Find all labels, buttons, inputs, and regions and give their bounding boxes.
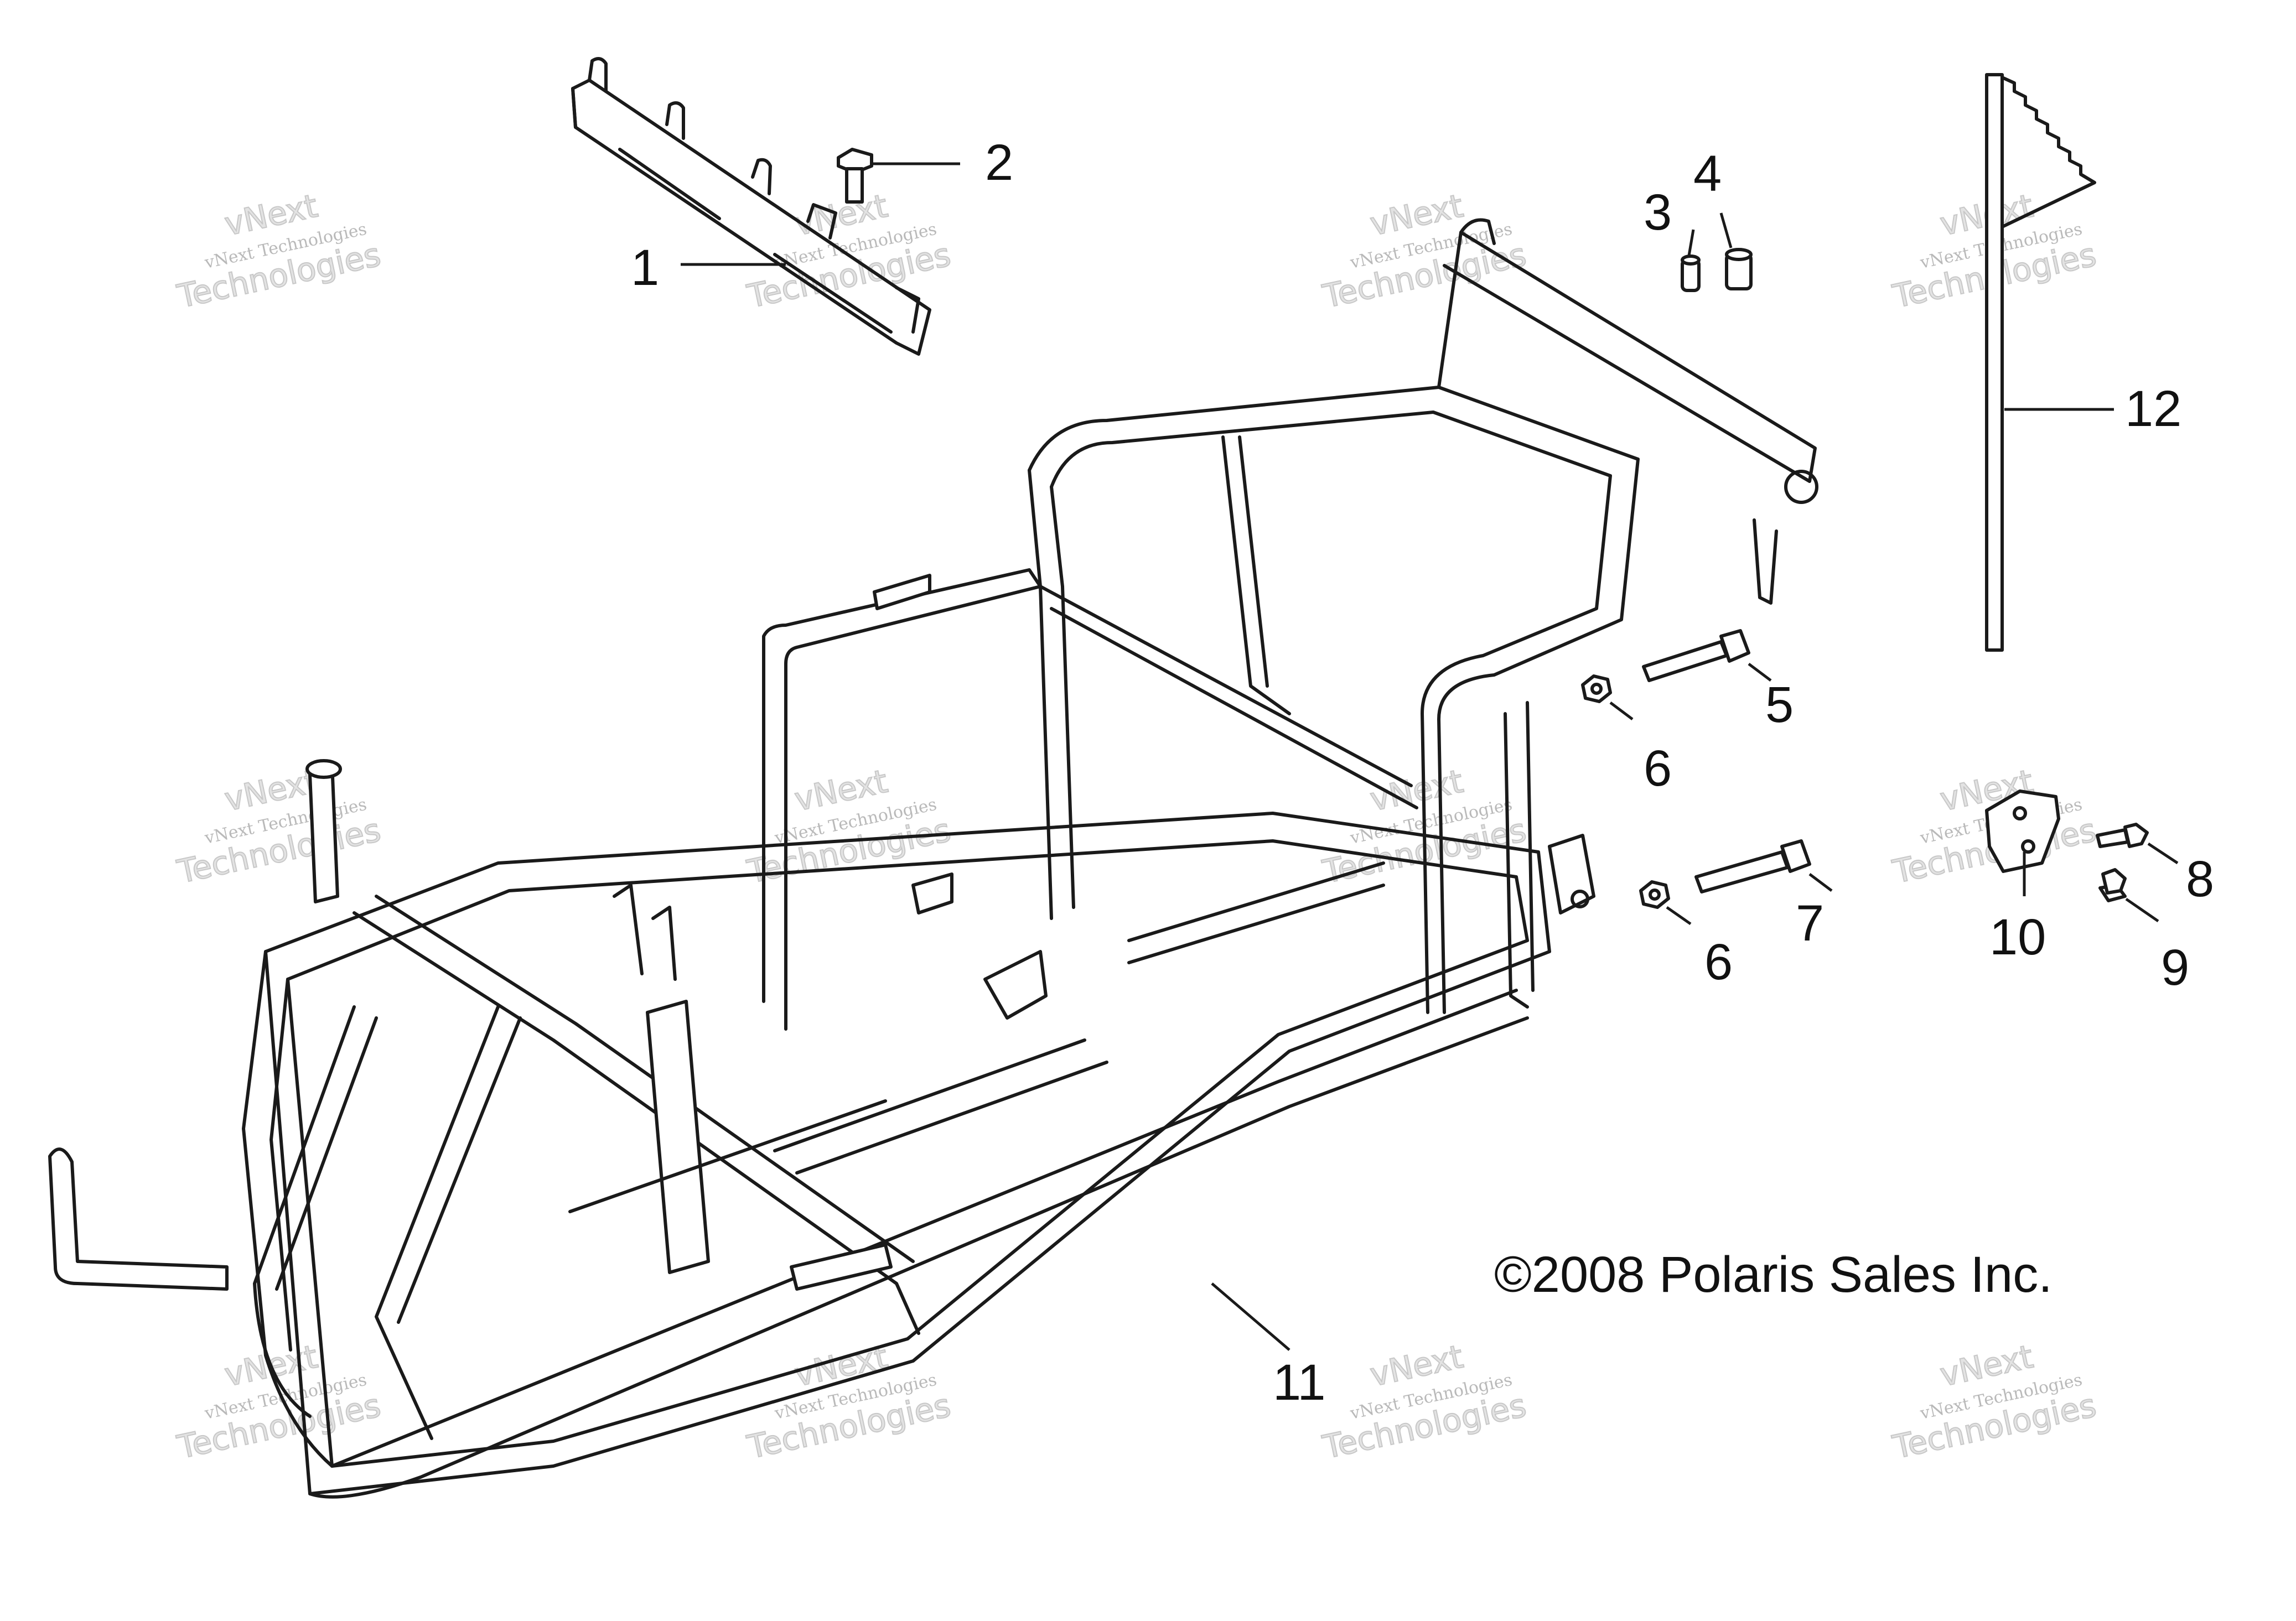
part-6-nut-lower[interactable] [1639,880,1670,909]
part-12-whip-flag[interactable] [1985,73,2096,652]
copyright-notice: ©2008 Polaris Sales Inc. [1494,1246,2053,1303]
part-2-flange-bolt[interactable] [837,148,873,204]
callout-2: 2 [985,134,1013,191]
callout-10: 10 [1989,909,2046,965]
part-5-bolt[interactable] [1642,629,1750,682]
callout-9: 9 [2161,939,2189,996]
part-7-bolt[interactable] [1694,839,1811,893]
callout-7: 7 [1796,895,1824,952]
part-6-nut-upper[interactable] [1581,674,1612,703]
callout-4: 4 [1693,146,1722,202]
callout-12: 12 [2125,381,2181,437]
part-9-bolt[interactable] [2098,868,2127,902]
part-3-bushing[interactable] [1681,254,1701,292]
callout-3: 3 [1644,184,1672,241]
callout-5: 5 [1765,677,1794,733]
part-10-mount-bracket[interactable] [1985,789,2060,873]
callout-6-lower: 6 [1704,934,1733,990]
callout-1: 1 [631,240,659,296]
part-1-bracket-rail[interactable] [571,57,931,356]
callout-11: 11 [1273,1354,1326,1411]
part-8-bolt[interactable] [2096,823,2149,848]
part-4-bushing[interactable] [1725,248,1753,290]
part-11-main-frame[interactable] [48,218,1818,1499]
callout-6-upper: 6 [1644,740,1672,797]
callout-labels: 1 2 3 4 5 6 7 6 8 9 10 11 12 [631,134,2214,1411]
leader-lines [681,162,2179,1351]
callout-8: 8 [2186,851,2214,907]
